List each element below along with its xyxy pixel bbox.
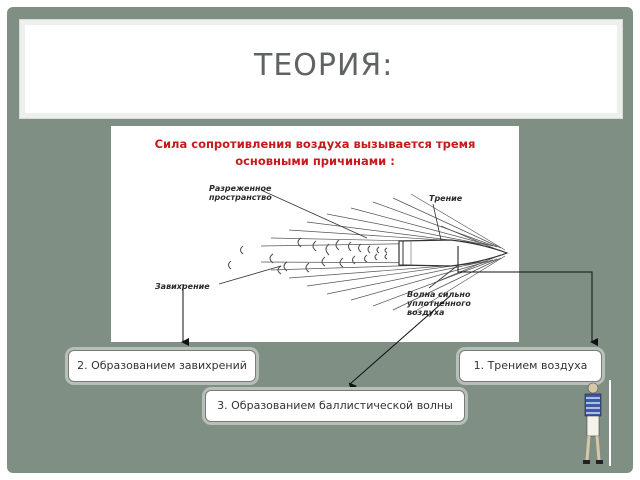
- bullet-drag-diagram: Сила сопротивления воздуха вызывается тр…: [111, 126, 519, 342]
- wave-line: [392, 257, 502, 311]
- vortex-curl: [297, 237, 302, 248]
- decorative-figure-icon: [583, 380, 611, 466]
- leader-friction: [432, 203, 442, 241]
- wave-line: [350, 259, 494, 301]
- vortex-curl: [351, 255, 356, 265]
- wave-line: [410, 255, 506, 315]
- vortex-curl: [227, 260, 232, 270]
- arrow-to-ballistic-box: [348, 295, 451, 392]
- label-vortex: Завихрение: [155, 282, 210, 291]
- label-compressed-wave: Волна сильно уплотненного воздуха: [407, 290, 471, 317]
- leader-wave: [428, 265, 458, 289]
- vortex-curl: [321, 256, 326, 267]
- title-panel: ТЕОРИЯ:: [19, 19, 623, 119]
- slide-title: ТЕОРИЯ:: [254, 48, 394, 83]
- vortex-curl: [374, 253, 378, 261]
- vortex-curl: [339, 257, 344, 268]
- wave-line: [410, 193, 506, 251]
- vortex-curl: [347, 241, 352, 252]
- vortex-curl: [357, 243, 362, 253]
- box-air-friction: 1. Трением воздуха: [459, 350, 602, 382]
- diagram-heading-line-1: Сила сопротивления воздуха вызывается тр…: [154, 137, 476, 151]
- arrow-to-friction-box: [457, 246, 598, 346]
- vortex-curl: [269, 253, 274, 264]
- vortex-curl: [384, 247, 388, 254]
- vortex-curl: [239, 245, 244, 255]
- box-vortex-formation: 2. Образованием завихрений: [68, 350, 256, 382]
- vortex-curl: [335, 239, 340, 251]
- wave-line: [372, 258, 498, 307]
- wave-line: [326, 260, 488, 295]
- diagram-heading: Сила сопротивления воздуха вызывается тр…: [111, 136, 519, 170]
- vortex-curl: [325, 243, 330, 256]
- wave-line: [326, 213, 488, 246]
- leader-vortex: [218, 265, 282, 285]
- leader-rarefied: [260, 189, 368, 239]
- vortex-curl: [376, 246, 380, 254]
- wave-line: [392, 197, 502, 249]
- diagram-heading-line-2: основными причинами :: [235, 154, 395, 168]
- label-friction: Трение: [429, 194, 463, 203]
- vortex-curl: [367, 245, 371, 254]
- label-rarefied-space: Разреженное пространство: [209, 184, 272, 202]
- vortex-curl: [384, 253, 388, 260]
- vortex-curl: [363, 254, 368, 263]
- wave-line: [372, 201, 498, 248]
- vortex-curl: [312, 240, 317, 252]
- wave-line: [350, 207, 494, 247]
- bullet-illustration: [218, 189, 509, 315]
- box-ballistic-wave: 3. Образованием баллистической волны: [205, 390, 465, 422]
- vortex-curl: [283, 261, 288, 272]
- vortex-curl: [305, 262, 310, 273]
